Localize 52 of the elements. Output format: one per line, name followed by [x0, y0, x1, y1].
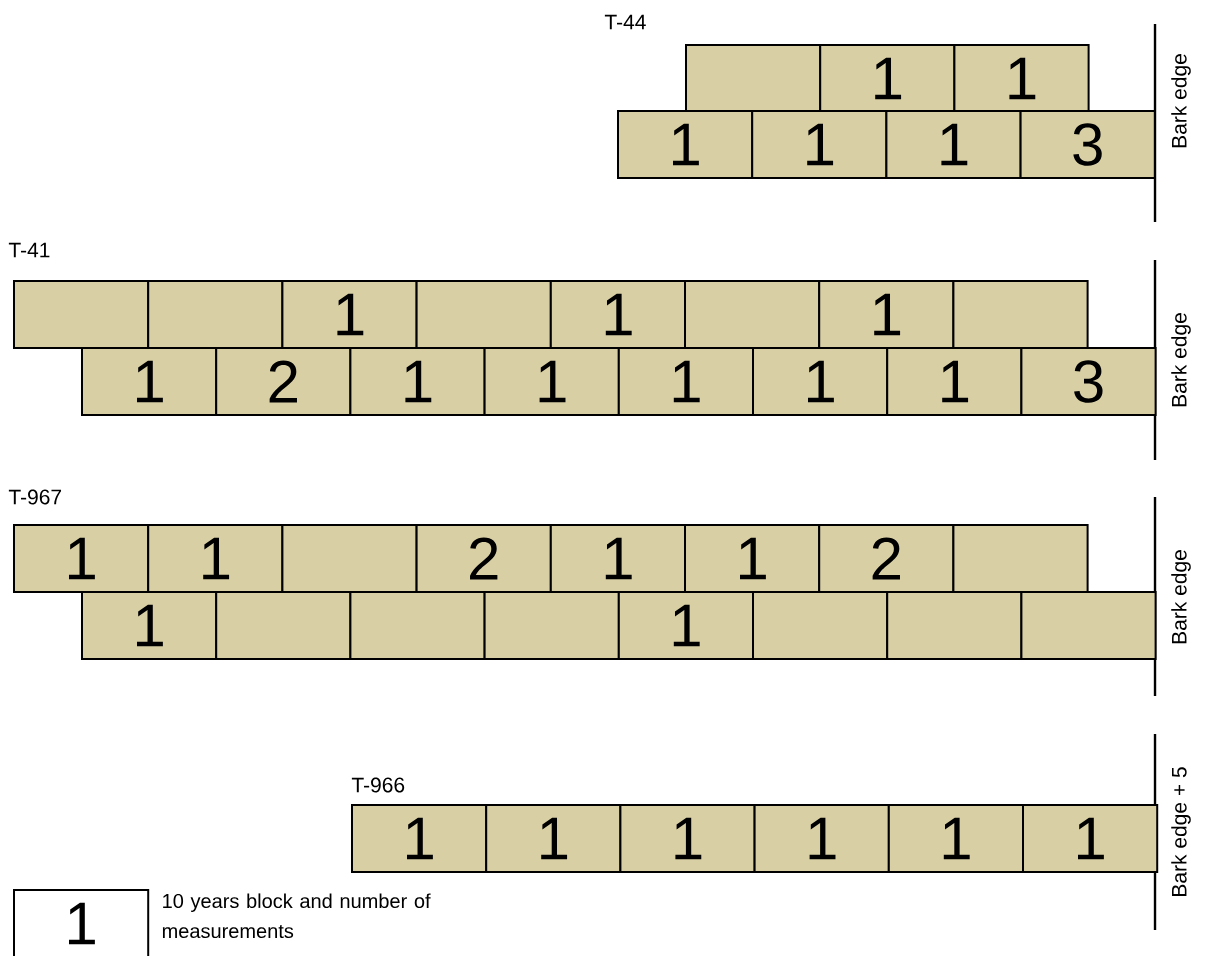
ring-block-box	[1020, 591, 1157, 660]
ring-block-box: 1	[81, 591, 218, 660]
series-label: T-44	[604, 14, 646, 30]
ring-block-box: 1	[753, 804, 890, 873]
ring-block-box	[483, 591, 620, 660]
ring-block-box: 2	[415, 524, 552, 593]
ring-block-box: 1	[818, 280, 955, 349]
ring-block-box: 1	[752, 347, 889, 416]
ring-block-box: 1	[81, 347, 218, 416]
ring-block-box	[685, 44, 822, 113]
ring-block-box	[281, 524, 418, 593]
ring-block-box	[684, 280, 821, 349]
ring-block-box	[952, 524, 1089, 593]
ring-block-box: 3	[1019, 110, 1156, 179]
ring-block-box: 3	[1020, 347, 1157, 416]
ring-block-box	[952, 280, 1089, 349]
ring-block-box	[752, 591, 889, 660]
ring-block-box: 1	[617, 347, 754, 416]
series-label: T-967	[8, 489, 61, 505]
ring-block-box: 1	[619, 804, 756, 873]
series-label: T-41	[8, 242, 50, 258]
ring-block-box: 1	[485, 804, 622, 873]
ring-block-box: 1	[953, 44, 1090, 113]
ring-block-box: 1	[549, 524, 686, 593]
ring-block-box	[147, 280, 284, 349]
ring-block-box	[13, 280, 150, 349]
ring-block-box: 1	[281, 280, 418, 349]
ring-block-box: 1	[13, 524, 150, 593]
ring-block-box	[415, 280, 552, 349]
ring-block-box: 1	[351, 804, 488, 873]
ring-block-box: 1	[617, 110, 754, 179]
bark-edge-label: Bark edge	[1171, 54, 1191, 148]
ring-block-box: 1	[483, 347, 620, 416]
ring-block-box: 1	[349, 347, 486, 416]
ring-block-box	[349, 591, 486, 660]
ring-block-box	[215, 591, 352, 660]
legend-text: 10 years block and number of measurements	[162, 893, 431, 939]
ring-block-box: 1	[549, 280, 686, 349]
ring-block-box: 1	[887, 804, 1024, 873]
ring-block-box: 1	[751, 110, 888, 179]
ring-block-box: 1	[684, 524, 821, 593]
ring-block-box: 2	[215, 347, 352, 416]
ring-block-box: 1	[819, 44, 956, 113]
ring-block-box: 1	[885, 110, 1022, 179]
ring-block-box: 1	[617, 591, 754, 660]
legend-sample-box: 1	[13, 889, 150, 956]
ring-block-box: 2	[818, 524, 955, 593]
bark-edge-label: Bark edge	[1171, 550, 1191, 644]
ring-block-box: 1	[147, 524, 284, 593]
ring-block-box: 1	[886, 347, 1023, 416]
ring-block-box: 1	[1022, 804, 1159, 873]
ring-block-box	[886, 591, 1023, 660]
